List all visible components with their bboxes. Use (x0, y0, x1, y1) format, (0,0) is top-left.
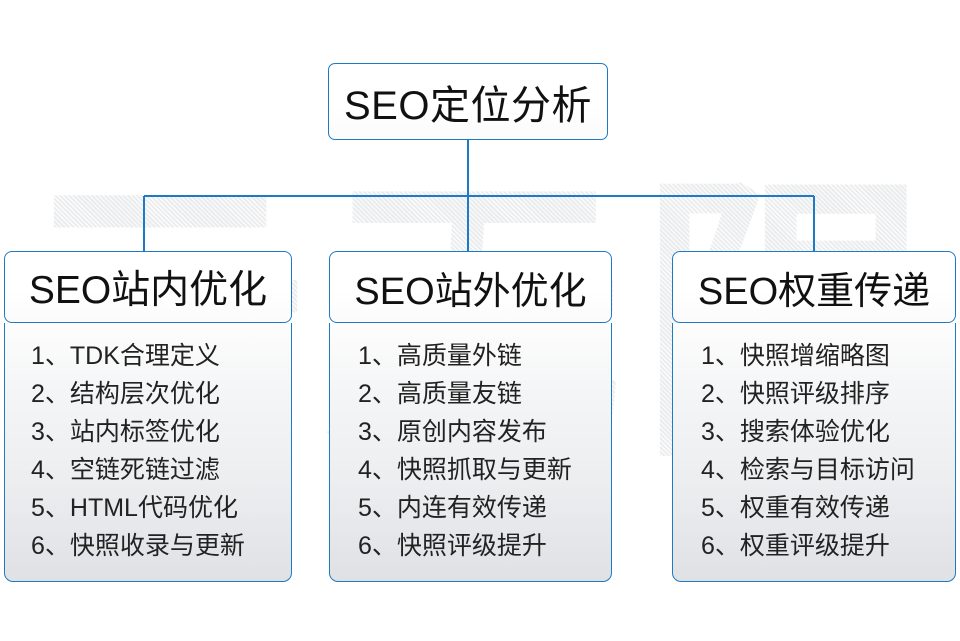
node-branch-1-title: SEO站外优化 (329, 251, 612, 323)
branch-0-list: 1、TDK合理定义 2、结构层次优化 3、站内标签优化 4、空链死链过滤 5、H… (5, 337, 291, 565)
list-item: 6、快照评级提升 (358, 532, 547, 560)
list-item: 6、快照收录与更新 (31, 532, 245, 560)
list-item: 3、原创内容发布 (358, 418, 547, 446)
node-branch-2-body: 1、快照增缩略图 2、快照评级排序 3、搜索体验优化 4、检索与目标访问 5、权… (672, 323, 956, 582)
node-branch-seo-onsite[interactable]: SEO站内优化 1、TDK合理定义 2、结构层次优化 3、站内标签优化 4、空链… (4, 251, 292, 582)
branch-1-list: 1、高质量外链 2、高质量友链 3、原创内容发布 4、快照抓取与更新 5、内连有… (330, 337, 611, 565)
node-branch-0-body: 1、TDK合理定义 2、结构层次优化 3、站内标签优化 4、空链死链过滤 5、H… (4, 323, 292, 582)
list-item: 5、内连有效传递 (358, 494, 547, 522)
node-branch-seo-offsite[interactable]: SEO站外优化 1、高质量外链 2、高质量友链 3、原创内容发布 4、快照抓取与… (329, 251, 612, 582)
list-item: 4、空链死链过滤 (31, 456, 220, 484)
node-root-label: SEO定位分析 (328, 63, 608, 140)
list-item: 2、快照评级排序 (701, 380, 890, 408)
list-item: 6、权重评级提升 (701, 532, 890, 560)
node-branch-seo-weight[interactable]: SEO权重传递 1、快照增缩略图 2、快照评级排序 3、搜索体验优化 4、检索与… (672, 251, 956, 582)
list-item: 1、TDK合理定义 (31, 342, 220, 370)
list-item: 5、权重有效传递 (701, 494, 890, 522)
list-item: 3、搜索体验优化 (701, 418, 890, 446)
node-branch-0-title: SEO站内优化 (4, 251, 292, 323)
list-item: 5、HTML代码优化 (31, 494, 238, 522)
branch-2-list: 1、快照增缩略图 2、快照评级排序 3、搜索体验优化 4、检索与目标访问 5、权… (673, 337, 955, 565)
list-item: 2、结构层次优化 (31, 380, 220, 408)
list-item: 1、高质量外链 (358, 342, 522, 370)
node-branch-1-body: 1、高质量外链 2、高质量友链 3、原创内容发布 4、快照抓取与更新 5、内连有… (329, 323, 612, 582)
list-item: 4、检索与目标访问 (701, 456, 915, 484)
list-item: 3、站内标签优化 (31, 418, 220, 446)
list-item: 1、快照增缩略图 (701, 342, 890, 370)
node-branch-2-title: SEO权重传递 (672, 251, 956, 323)
node-root[interactable]: SEO定位分析 (328, 63, 608, 140)
list-item: 4、快照抓取与更新 (358, 456, 572, 484)
list-item: 2、高质量友链 (358, 380, 522, 408)
